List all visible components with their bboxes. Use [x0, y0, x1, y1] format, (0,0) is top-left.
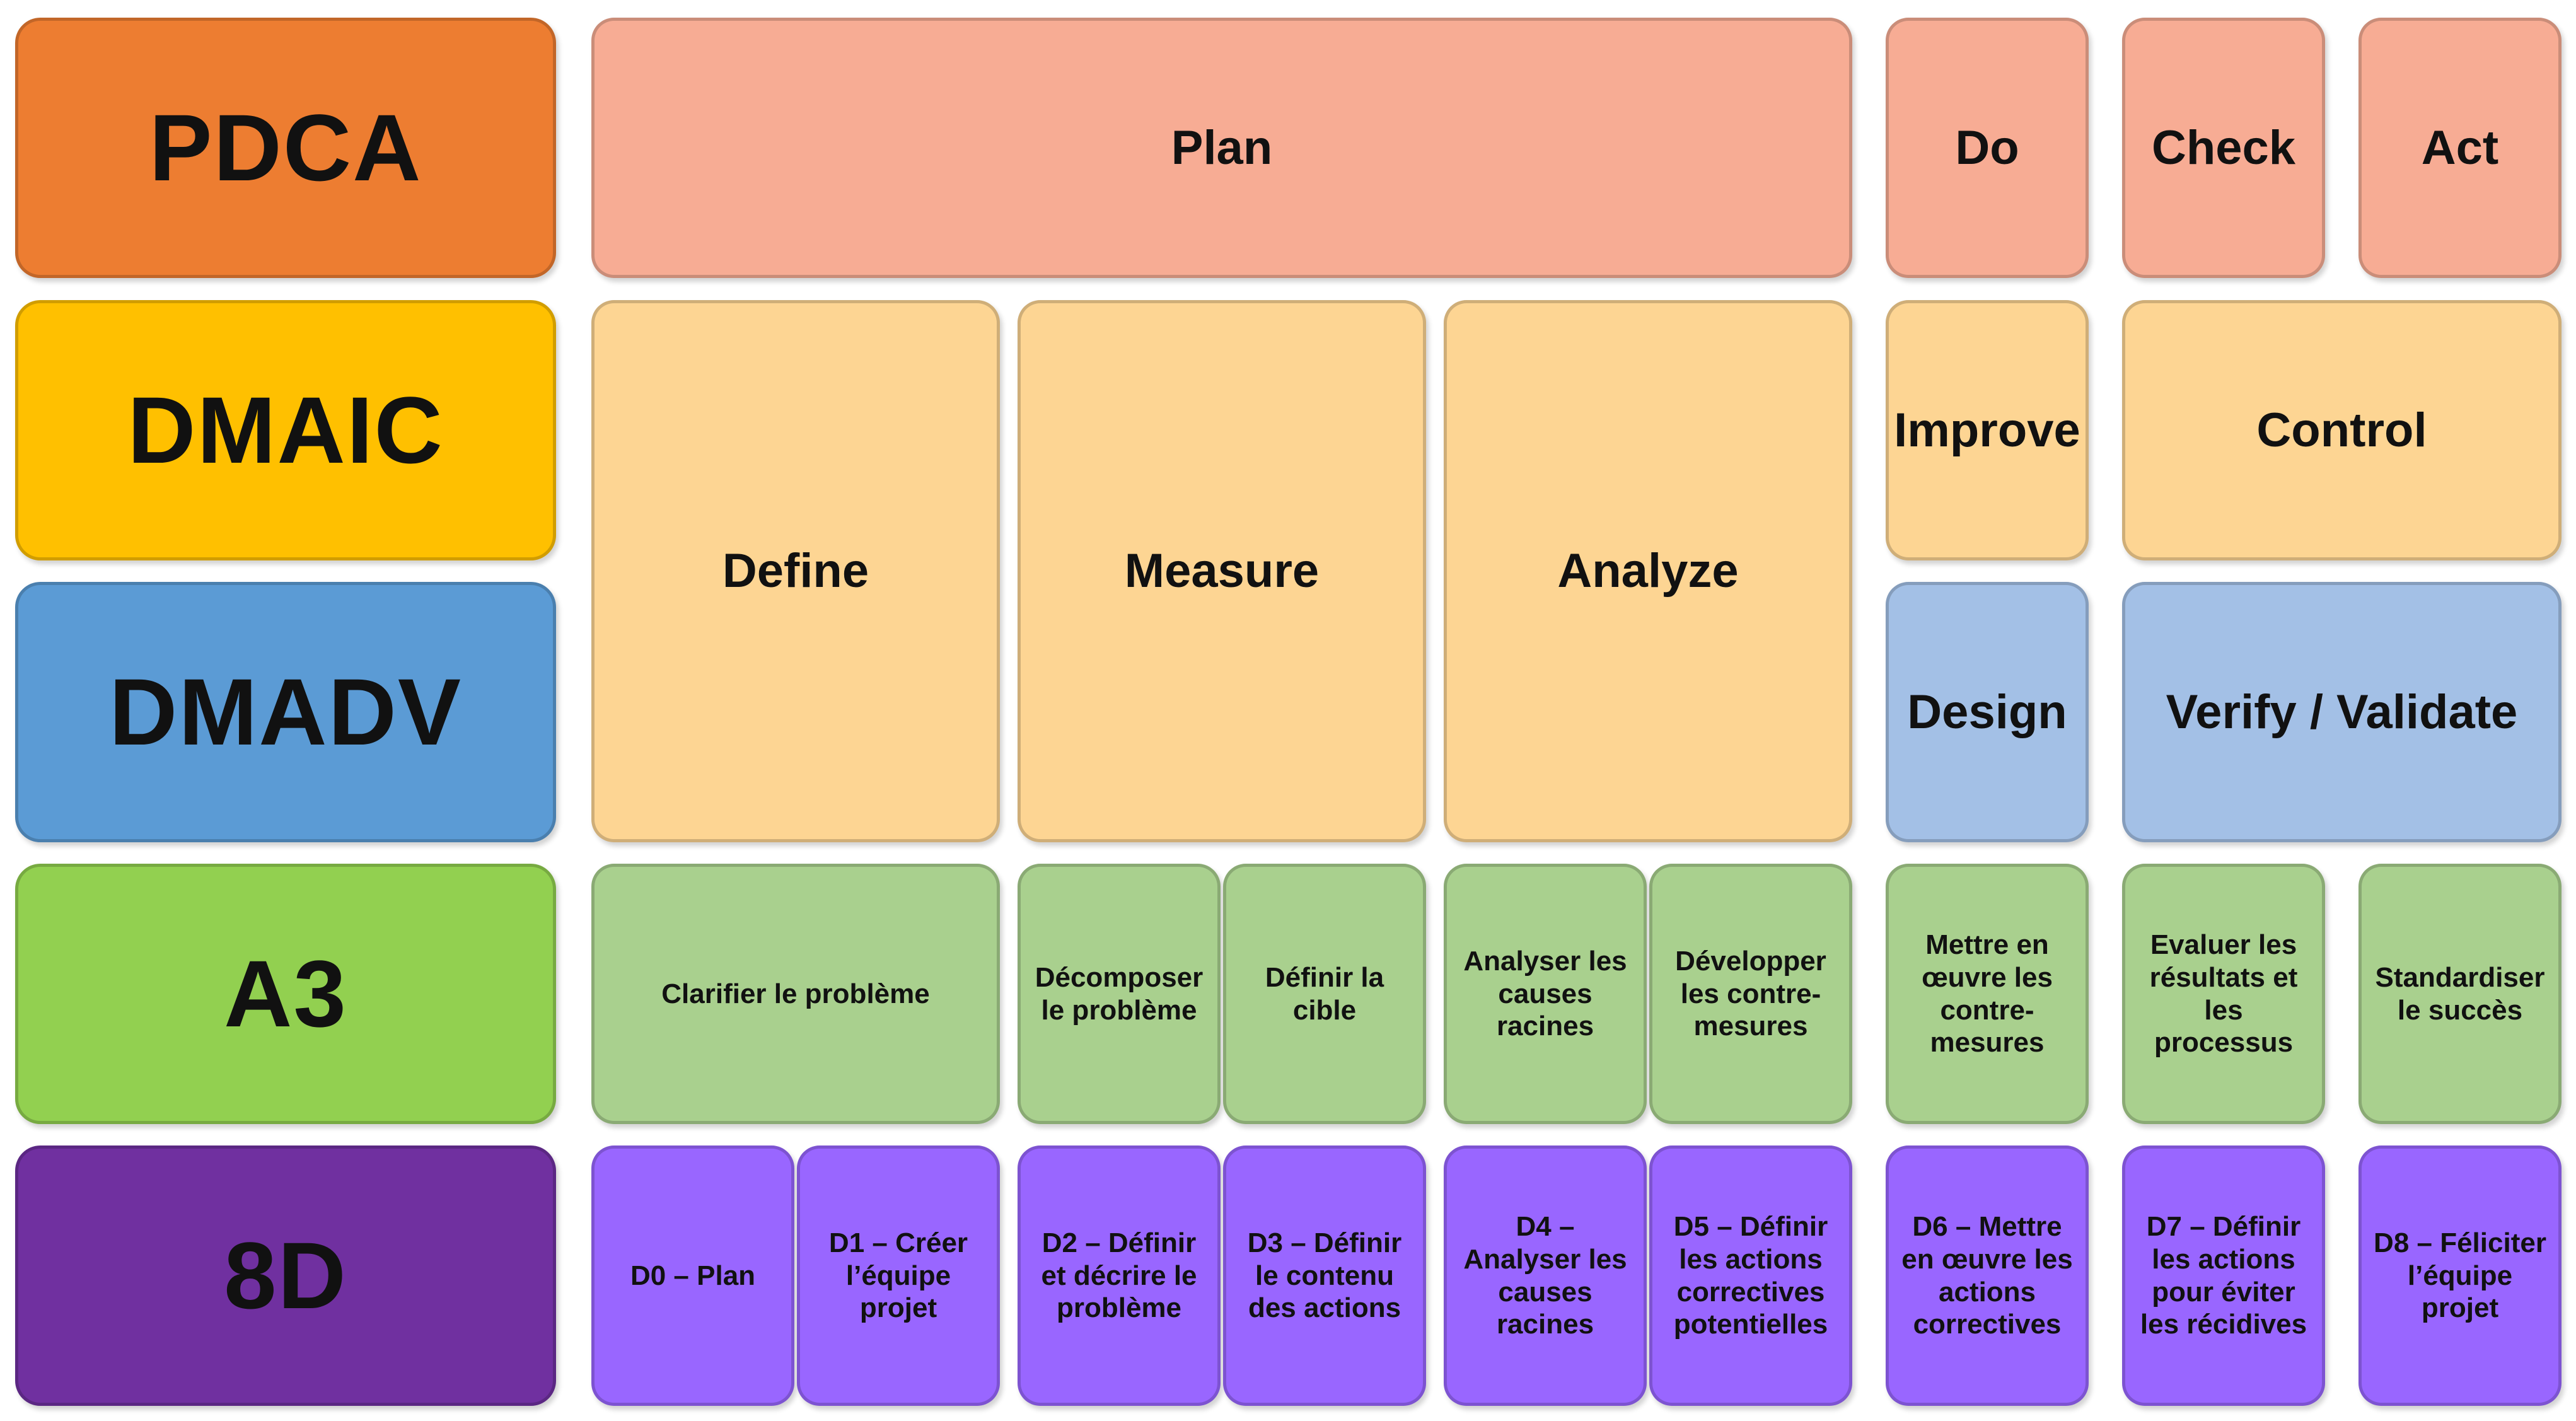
dmaic-control: Control	[2122, 300, 2561, 560]
8d-step: D3 – Définir le contenu des actions	[1223, 1146, 1426, 1406]
a3-step: Standardiser le succès	[2358, 864, 2561, 1124]
8d-step: D2 – Définir et décrire le problème	[1018, 1146, 1221, 1406]
dmadv-design: Design	[1886, 582, 2089, 842]
8d-step: D5 – Définir les actions correctives pot…	[1649, 1146, 1852, 1406]
pdca-act: Act	[2358, 18, 2561, 278]
8d-step: D4 – Analyser les causes racines	[1444, 1146, 1647, 1406]
8d-step: D8 – Féliciter l’équipe projet	[2358, 1146, 2561, 1406]
dmaic-measure: Measure	[1018, 300, 1426, 842]
pdca-do: Do	[1886, 18, 2089, 278]
dmaic-analyze: Analyze	[1444, 300, 1852, 842]
a3-step: Evaluer les résultats et les processus	[2122, 864, 2325, 1124]
a3-step: Mettre en œuvre les contre-mesures	[1886, 864, 2089, 1124]
label-dmadv: DMADV	[15, 582, 556, 842]
label-a3: A3	[15, 864, 556, 1124]
a3-step: Développer les contre-mesures	[1649, 864, 1852, 1124]
pdca-plan: Plan	[591, 18, 1852, 278]
label-pdca: PDCA	[15, 18, 556, 278]
dmadv-verify-validate: Verify / Validate	[2122, 582, 2561, 842]
pdca-check: Check	[2122, 18, 2325, 278]
8d-step: D6 – Mettre en œuvre les actions correct…	[1886, 1146, 2089, 1406]
8d-step: D7 – Définir les actions pour éviter les…	[2122, 1146, 2325, 1406]
dmaic-define: Define	[591, 300, 1000, 842]
8d-step: D0 – Plan	[591, 1146, 794, 1406]
label-dmaic: DMAIC	[15, 300, 556, 560]
a3-step: Analyser les causes racines	[1444, 864, 1647, 1124]
label-8d: 8D	[15, 1146, 556, 1406]
8d-step: D1 – Créer l’équipe projet	[797, 1146, 1000, 1406]
dmaic-improve: Improve	[1886, 300, 2089, 560]
a3-step: Définir la cible	[1223, 864, 1426, 1124]
a3-step: Clarifier le problème	[591, 864, 1000, 1124]
a3-step: Décomposer le problème	[1018, 864, 1221, 1124]
